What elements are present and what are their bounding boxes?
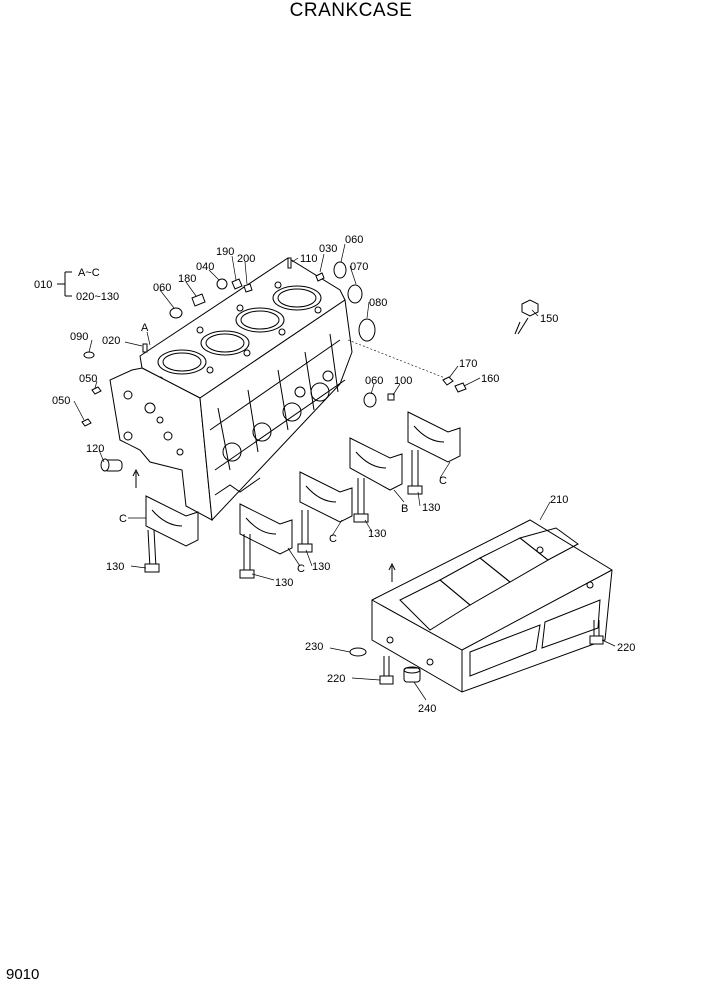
marker-c-4: C [439,475,447,487]
callout-050-a: 050 [79,373,97,385]
page-number: 9010 [6,966,40,983]
callout-240: 240 [418,703,436,715]
marker-c-3: C [329,533,337,545]
callout-220-b: 220 [617,642,635,654]
callout-160: 160 [481,373,499,385]
callout-040: 040 [196,261,214,273]
marker-c-2: C [297,563,305,575]
callout-200: 200 [237,253,255,265]
marker-a: A [141,322,149,334]
small-parts-upper [81,257,539,472]
callout-030: 030 [319,243,337,255]
callout-100: 100 [394,375,412,387]
callout-050-b: 050 [52,395,70,407]
callout-220-a: 220 [327,673,345,685]
marker-b: B [401,503,408,515]
callout-110: 110 [300,253,318,265]
callout-230: 230 [305,641,323,653]
small-parts-lower [349,620,604,685]
callout-150: 150 [540,313,558,325]
group-range-2: 020~130 [76,291,119,303]
callout-120: 120 [86,443,104,455]
callout-130-d: 130 [368,528,386,540]
callout-090: 090 [70,331,88,343]
group-number: 010 [34,279,52,291]
cylinder-block [109,257,353,522]
callout-130-c: 130 [312,561,330,573]
callout-080: 080 [369,297,387,309]
callout-020: 020 [102,335,120,347]
callout-060-c: 060 [365,375,383,387]
callout-180: 180 [178,273,196,285]
bearing-caps [145,411,461,555]
leader-lines [73,243,616,701]
callout-060-b: 060 [345,234,363,246]
lower-crankcase [371,519,613,693]
group-bracket: 010 A~C 020~130 [34,267,119,303]
callout-210: 210 [550,494,568,506]
group-range-1: A~C [78,267,100,279]
cap-bolts [144,450,423,579]
callout-labels: 020 030 040 050 050 060 060 060 070 080 … [52,234,635,715]
callout-060-a: 060 [153,282,171,294]
callout-130-e: 130 [422,502,440,514]
callout-170: 170 [459,358,477,370]
callout-070: 070 [350,261,368,273]
letter-markers: A B C C C C [119,322,447,575]
callout-190: 190 [216,246,234,258]
callout-130-b: 130 [275,577,293,589]
marker-c-1: C [119,513,127,525]
page-title: CRANKCASE [289,0,413,21]
callout-130-a: 130 [106,561,124,573]
